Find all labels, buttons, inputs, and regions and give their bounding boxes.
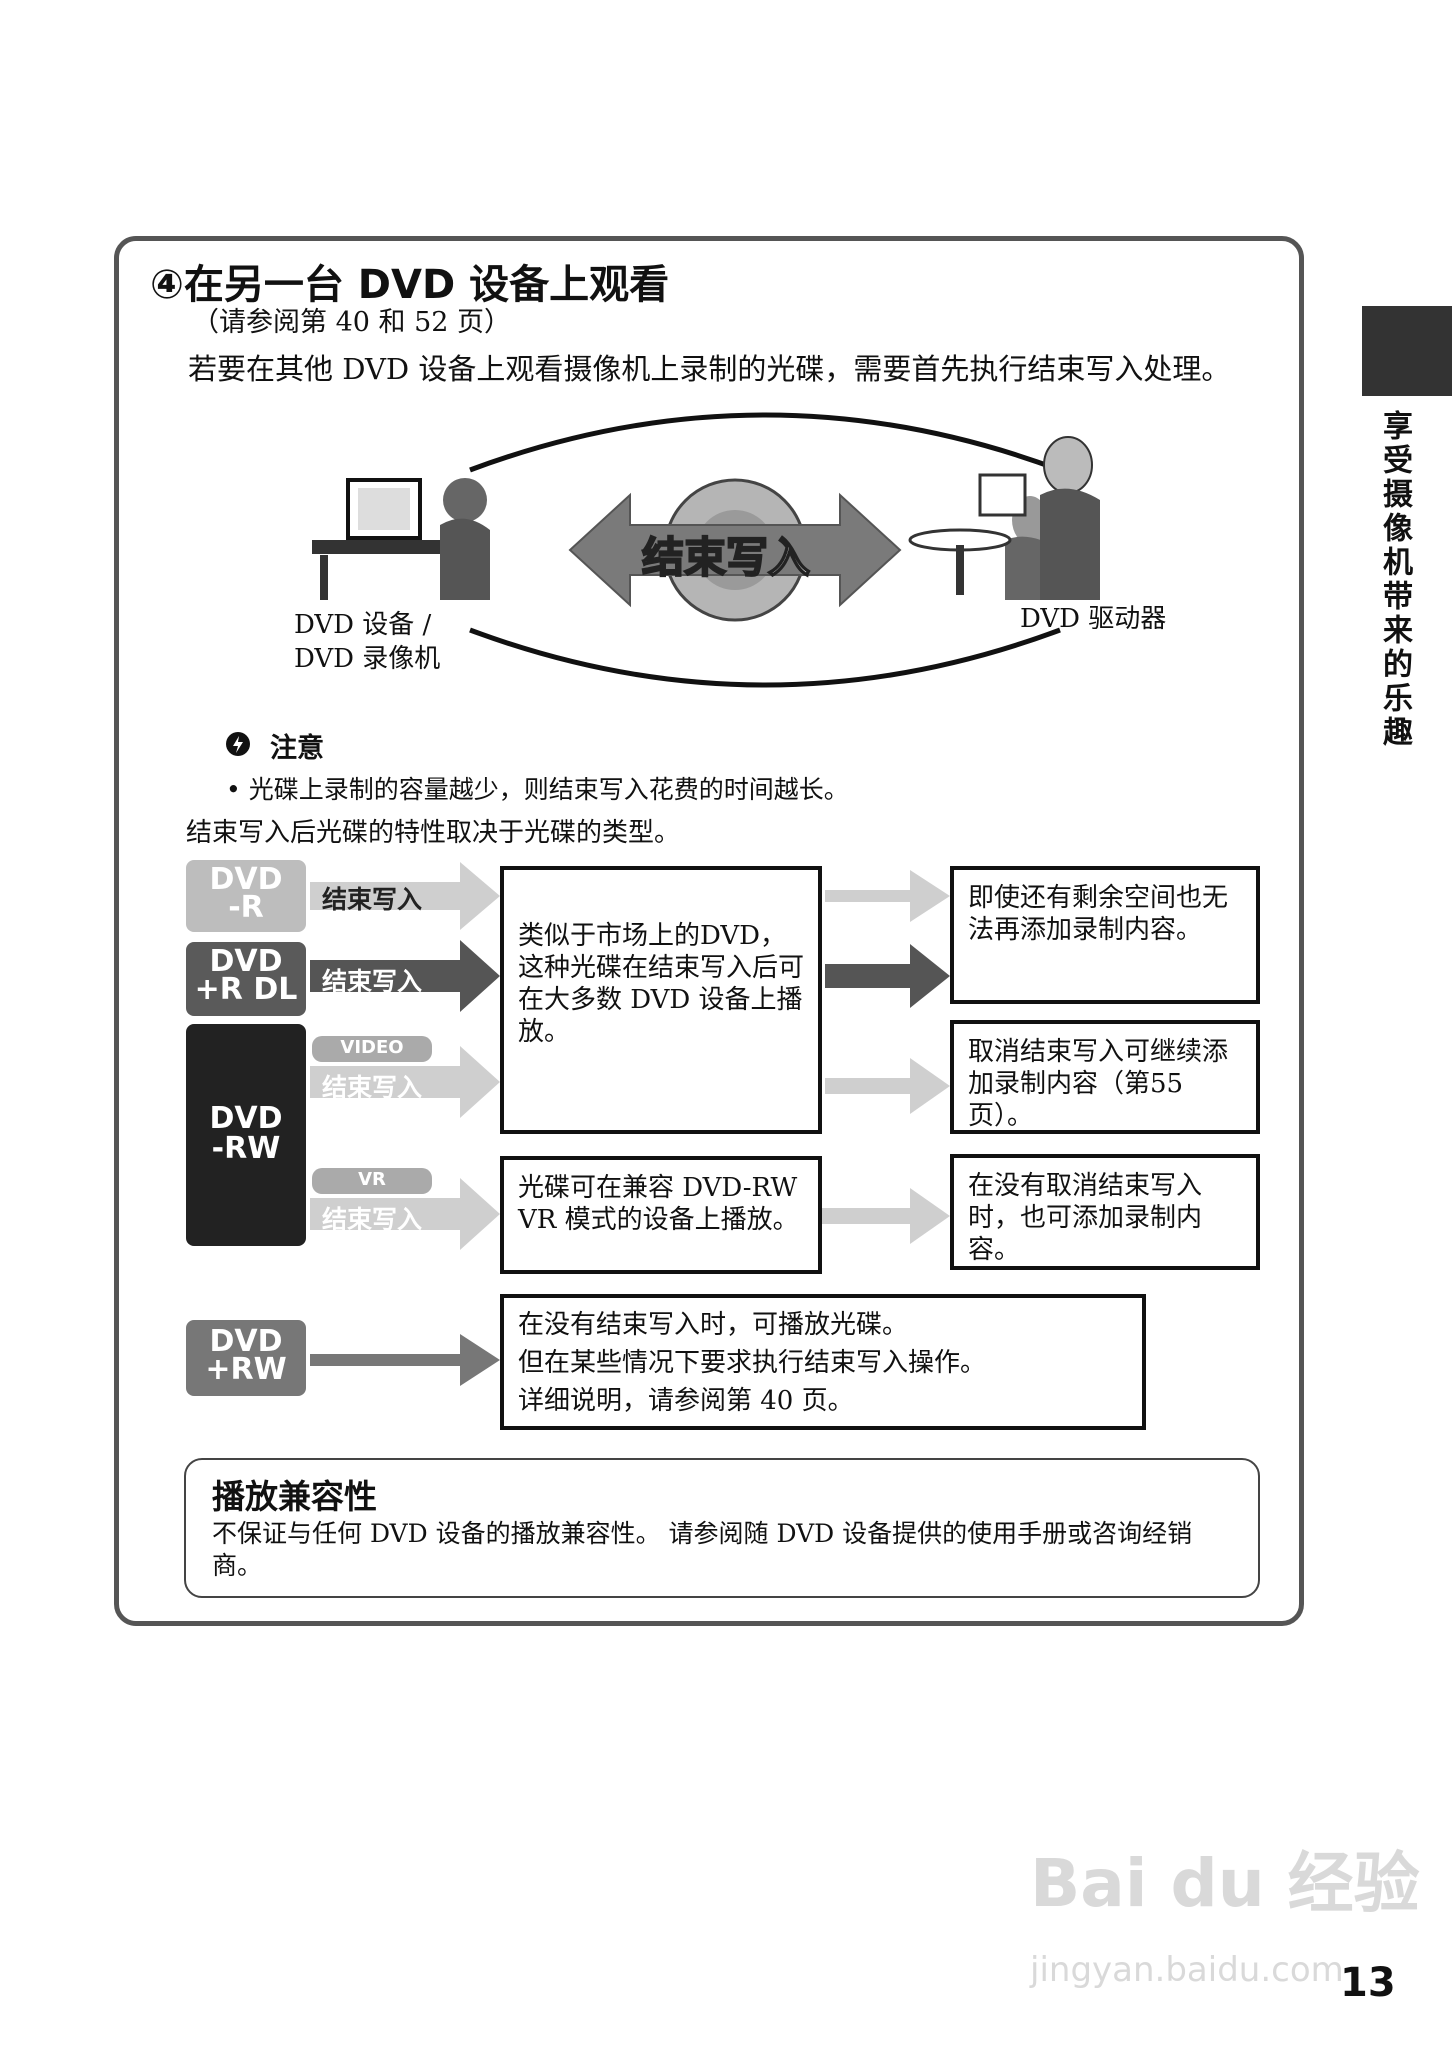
section-intro: 若要在其他 DVD 设备上观看摄像机上录制的光碟，需要首先执行结束写入处理。 <box>188 346 1230 388</box>
note-heading: 注意 <box>270 726 324 765</box>
diagram-right-label: DVD 驱动器 <box>1020 602 1166 636</box>
diagram-left-label-1: DVD 设备 / <box>294 608 431 642</box>
compatibility-heading: 播放兼容性 <box>212 1470 377 1518</box>
note-box-no-add: 即使还有剩余空间也无法再添加录制内容。 <box>950 866 1260 1004</box>
note-box-vr-add: 在没有取消结束写入时，也可添加录制内容。 <box>950 1154 1260 1270</box>
arrow-label-vr: 结束写入 <box>322 1200 422 1236</box>
watermark-logo: Bai du 经验 <box>1030 1830 1420 1926</box>
result-box-vr: 光碟可在兼容 DVD-RW VR 模式的设备上播放。 <box>500 1156 822 1274</box>
caution-icon <box>224 730 252 758</box>
note-box-unfinalize: 取消结束写入可继续添加录制内容（第55页）。 <box>950 1020 1260 1134</box>
compatibility-text: 不保证与任何 DVD 设备的播放兼容性。 请参阅随 DVD 设备提供的使用手册或… <box>212 1518 1232 1582</box>
plusrw-line-1: 在没有结束写入时，可播放光碟。 <box>518 1306 1128 1344</box>
result-box-video: 类似于市场上的DVD，这种光碟在结束写入后可在大多数 DVD 设备上播放。 <box>500 866 822 1134</box>
arrow-label-video: 结束写入 <box>322 1068 422 1104</box>
diagram-left-label-2: DVD 录像机 <box>294 642 440 676</box>
page-number: 13 <box>1340 1960 1396 2006</box>
chapter-tab-label: 享受摄像机带来的乐趣 <box>1366 410 1416 750</box>
chapter-tab-block <box>1362 306 1452 396</box>
plusrw-info-box: 在没有结束写入时，可播放光碟。 但在某些情况下要求执行结束写入操作。 详细说明，… <box>500 1294 1146 1430</box>
plusrw-line-2: 但在某些情况下要求执行结束写入操作。 <box>518 1344 1128 1382</box>
disc-badge-dvd-r: DVD -R <box>186 860 306 932</box>
arrow-label-dvd-rdl: 结束写入 <box>322 962 422 998</box>
disc-badge-dvd-rw: DVD -RW <box>186 1024 306 1246</box>
watermark-url: jingyan.baidu.com <box>1030 1950 1344 1990</box>
compatibility-panel: 播放兼容性 不保证与任何 DVD 设备的播放兼容性。 请参阅随 DVD 设备提供… <box>184 1458 1260 1598</box>
arrow-label-dvd-r: 结束写入 <box>322 880 422 916</box>
disc-type-caption: 结束写入后光碟的特性取决于光碟的类型。 <box>186 812 680 849</box>
disc-badge-dvd-plusrw: DVD +RW <box>186 1320 306 1396</box>
plusrw-line-3: 详细说明，请参阅第 40 页。 <box>518 1382 1128 1420</box>
diagram-center-label: 结束写入 <box>642 524 810 585</box>
disc-badge-dvd-rdl: DVD +R DL <box>186 942 306 1016</box>
note-item: • 光碟上录制的容量越少，则结束写入花费的时间越长。 <box>226 770 849 806</box>
section-reference: （请参阅第 40 和 52 页） <box>192 300 511 339</box>
